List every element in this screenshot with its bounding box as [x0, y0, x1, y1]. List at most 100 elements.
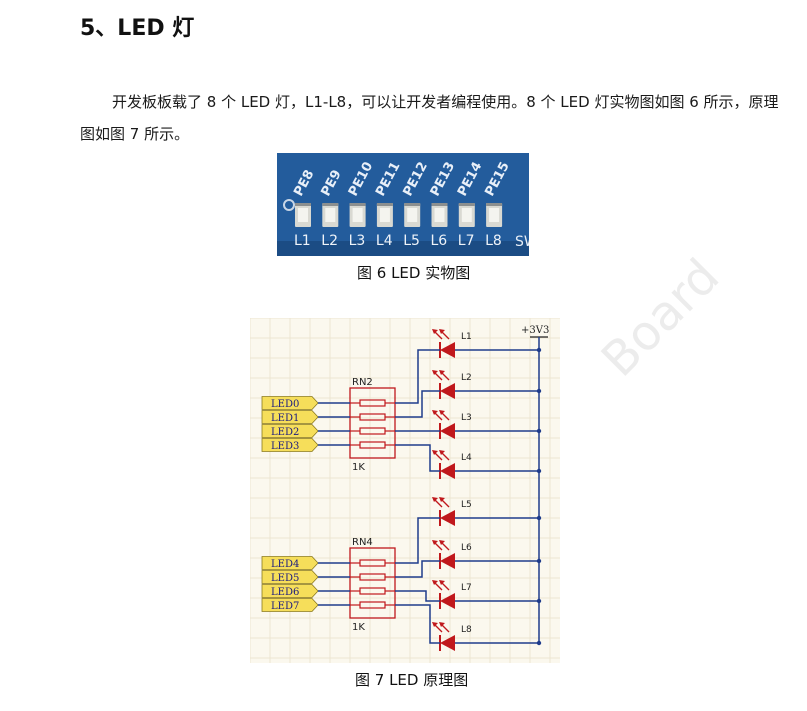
net-label-text: LED1	[271, 413, 299, 424]
resistor-element	[359, 441, 386, 449]
cathode-wire	[395, 444, 440, 472]
junction-dot	[536, 640, 542, 646]
led-arrowhead	[432, 622, 438, 627]
led-arrowhead	[439, 329, 445, 334]
led-label: L4	[461, 453, 472, 463]
figure-6-caption: 图 6 LED 实物图	[357, 264, 471, 282]
led-lens	[434, 208, 445, 222]
led-symbol: L1	[432, 329, 542, 358]
led-triangle	[440, 463, 455, 479]
led-triangle	[440, 593, 455, 609]
led-label: L5	[403, 233, 420, 249]
led-symbol: L7	[432, 580, 542, 609]
net-label-text: LED2	[271, 427, 299, 438]
watermark: Board	[590, 248, 731, 388]
cathode-wire	[395, 517, 440, 564]
led-lens	[352, 208, 363, 222]
resistor-element	[359, 573, 386, 581]
led-label: L2	[321, 233, 338, 249]
led-label: L8	[461, 625, 472, 635]
resistor-element	[359, 587, 386, 595]
led-pad	[404, 203, 421, 206]
resistor-network-value: 1K	[352, 462, 365, 473]
led-arrowhead	[432, 450, 438, 455]
led-symbol: L6	[432, 540, 542, 569]
led-lens	[489, 208, 500, 222]
resistor-element	[359, 399, 386, 407]
junction-dot	[536, 468, 542, 474]
junction-dot	[536, 598, 542, 604]
led-arrowhead	[432, 580, 438, 585]
pcb-lower-strip	[277, 241, 529, 256]
led-label: L8	[485, 233, 502, 249]
resistor-network-box	[349, 547, 396, 619]
led-label: L1	[294, 233, 311, 249]
led-triangle	[440, 510, 455, 526]
resistor-element	[359, 427, 386, 435]
led-lens	[407, 208, 418, 222]
led-lens	[298, 208, 308, 222]
led-pad	[349, 203, 366, 206]
net-label-text: LED0	[271, 399, 299, 410]
junction-dot	[536, 388, 542, 394]
led-label: L6	[461, 543, 472, 553]
resistor-network-value: 1K	[352, 622, 365, 633]
led-label: L2	[461, 373, 472, 383]
led-triangle	[440, 635, 455, 651]
led-label: L5	[461, 500, 472, 510]
led-arrowhead	[432, 410, 438, 415]
junction-dot	[536, 347, 542, 353]
led-arrowhead	[439, 580, 445, 585]
led-pad	[295, 203, 311, 206]
sw-label: SW	[515, 234, 529, 250]
led-pad	[376, 203, 393, 206]
led-arrowhead	[432, 329, 438, 334]
resistor-element	[359, 559, 386, 567]
net-label-flag	[261, 424, 319, 438]
net-label-text: LED5	[271, 573, 299, 584]
supply-label: +3V3	[521, 325, 549, 336]
led-pad	[431, 203, 448, 206]
figure-7-caption: 图 7 LED 原理图	[355, 671, 469, 689]
led-label: L7	[458, 233, 475, 249]
cathode-wire	[395, 590, 440, 602]
net-label-text: LED7	[271, 601, 299, 612]
net-label-flag	[261, 556, 319, 570]
led-arrowhead	[439, 370, 445, 375]
net-label-flag	[261, 598, 319, 612]
led-label: L1	[461, 332, 472, 342]
led-pad	[322, 203, 339, 206]
net-label-flag	[261, 396, 319, 410]
resistor-network-name: RN2	[352, 377, 373, 388]
cathode-wire	[395, 349, 440, 404]
led-arrowhead	[439, 540, 445, 545]
resistor-element	[359, 601, 386, 609]
led-symbol: L8	[432, 622, 542, 651]
mounting-hole	[283, 199, 295, 211]
led-triangle	[440, 423, 455, 439]
led-triangle	[440, 342, 455, 358]
led-symbol: L3	[432, 410, 542, 439]
net-label-flag	[261, 410, 319, 424]
net-label-text: LED4	[271, 559, 299, 570]
led-arrowhead	[432, 370, 438, 375]
resistor-network-name: RN4	[352, 537, 373, 548]
section-heading: 5、LED 灯	[80, 16, 195, 41]
led-label: L7	[461, 583, 472, 593]
led-symbol: L4	[432, 450, 542, 479]
led-arrowhead	[439, 450, 445, 455]
led-triangle	[440, 553, 455, 569]
net-label-text: LED6	[271, 587, 299, 598]
net-label-flag	[261, 584, 319, 598]
led-pad	[458, 203, 475, 206]
net-label-flag	[261, 438, 319, 452]
led-arrowhead	[432, 540, 438, 545]
led-lens	[379, 208, 390, 222]
junction-dot	[536, 558, 542, 564]
